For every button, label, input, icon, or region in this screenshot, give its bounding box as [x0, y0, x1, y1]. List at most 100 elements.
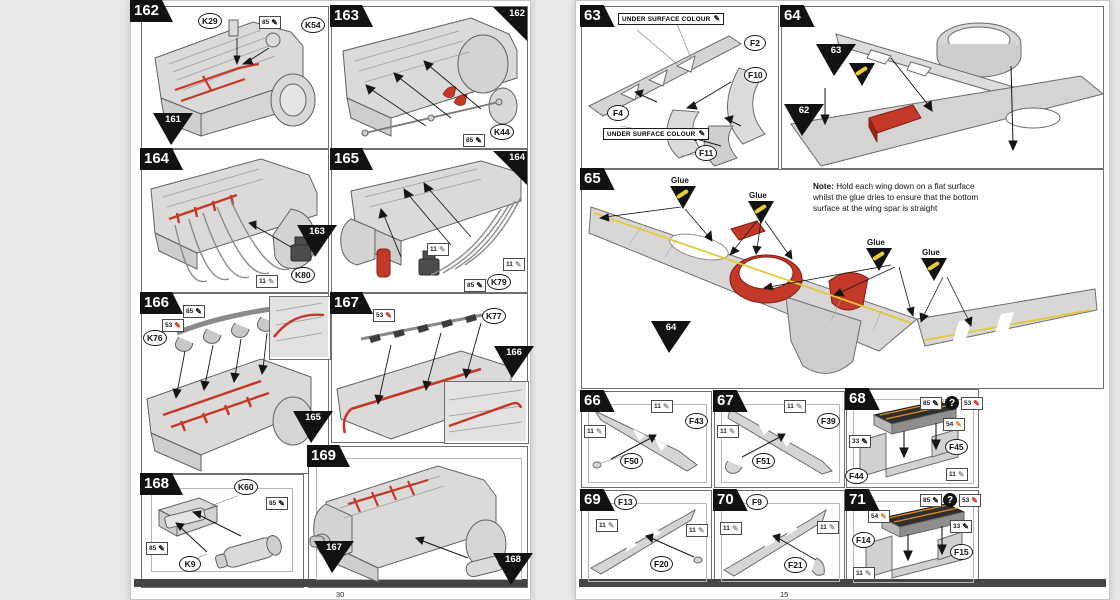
paint-brush-icon: ✎ [955, 419, 962, 429]
paint-chip: 53✎ [959, 494, 981, 507]
paint-chip: 11✎ [784, 400, 806, 413]
step-162-engine-illustration [154, 19, 316, 137]
step-166-engine-illustration [146, 302, 314, 472]
step-64-wing-spar-illustration [790, 22, 1104, 167]
step-165-engine-illustration [340, 160, 522, 278]
paint-brush-icon: ✎ [607, 520, 615, 530]
paint-brush-icon: ✎ [278, 498, 285, 508]
paint-chip: 33✎ [849, 435, 871, 448]
paint-brush-icon: ✎ [595, 426, 603, 436]
part-callout: F45 [945, 439, 968, 455]
page-bottom-edge [579, 579, 1106, 587]
paint-chip: 11✎ [686, 524, 708, 537]
paint-brush-icon: ✎ [731, 523, 739, 533]
paint-brush-icon: ✎ [267, 276, 275, 286]
assembly-note: Note: Hold each wing down on a flat surf… [813, 182, 993, 214]
paint-brush-icon: ✎ [795, 401, 803, 411]
page-right: 63 UNDER SURFACE COLOUR✎ F2 F10 F4 UNDER… [575, 0, 1110, 600]
note-text: Hold each wing down on a flat surface wh… [813, 182, 979, 213]
step-number: 65 [580, 168, 615, 190]
page-bottom-edge [134, 579, 527, 587]
paint-chip: 11✎ [503, 258, 525, 271]
step-164-engine-illustration [150, 158, 318, 283]
part-callout: K77 [482, 308, 506, 324]
paint-chip: 85✎ [183, 305, 205, 318]
paint-brush-icon: ✎ [861, 436, 868, 446]
step-number: 164 [140, 148, 183, 170]
inset-illustration [445, 382, 526, 441]
part-callout: F39 [817, 413, 840, 429]
paint-chip: 53✎ [373, 309, 395, 322]
paint-brush-icon: ✎ [971, 495, 978, 505]
part-callout: K54 [301, 17, 325, 33]
step-70-rib-illustration [723, 508, 827, 577]
step-168-parts-illustration [157, 495, 282, 569]
paint-chip: 33✎ [950, 520, 972, 533]
paint-chip: 54✎ [943, 418, 965, 431]
paint-chip: 85✎ [266, 497, 288, 510]
paint-brush-icon: ✎ [728, 426, 736, 436]
paint-brush-icon: ✎ [698, 129, 706, 138]
step-65-wing-assembly-illustration [588, 206, 1098, 374]
page-number-right: 15 [780, 590, 789, 599]
part-callout: K60 [234, 479, 258, 495]
part-callout: K29 [198, 13, 222, 29]
step-number: 166 [140, 292, 183, 314]
paint-brush-icon: ✎ [158, 543, 165, 553]
paint-brush-icon: ✎ [174, 320, 181, 330]
paint-chip: 85✎ [920, 494, 942, 507]
paint-brush-icon: ✎ [662, 401, 670, 411]
paint-chip: 11✎ [853, 567, 875, 580]
paint-brush-icon: ✎ [973, 398, 980, 408]
step-70-frame [721, 503, 840, 582]
step-number: 165 [330, 148, 373, 170]
page-left: 162 K29 85✎ K54 161 163 162 85✎ K44 [130, 0, 534, 600]
paint-brush-icon: ✎ [713, 14, 721, 23]
step-number: 67 [713, 390, 748, 412]
part-callout: F11 [695, 145, 718, 161]
glue-label: Glue [867, 238, 885, 247]
paint-brush-icon: ✎ [514, 259, 522, 269]
glue-label: Glue [922, 248, 940, 257]
paint-brush-icon: ✎ [932, 398, 939, 408]
part-callout: F4 [607, 105, 629, 121]
part-callout: K76 [143, 330, 167, 346]
paint-chip: 53✎ [961, 397, 983, 410]
paint-brush-icon: ✎ [880, 511, 887, 521]
step-67-frame [721, 404, 840, 483]
part-callout: K80 [291, 267, 315, 283]
part-callout: K79 [487, 274, 511, 290]
paint-brush-icon: ✎ [195, 306, 202, 316]
under-surface-colour-label: UNDER SURFACE COLOUR✎ [603, 128, 710, 140]
part-callout: F9 [746, 494, 768, 510]
step-number: 162 [130, 0, 173, 22]
step-number: 169 [307, 445, 350, 467]
part-callout: F14 [852, 532, 875, 548]
step-number: 68 [845, 388, 880, 410]
step-67-rib-illustration [724, 408, 833, 475]
step-66-rib-illustration [592, 409, 698, 472]
under-surface-colour-label: UNDER SURFACE COLOUR✎ [618, 13, 725, 25]
step-number: 71 [845, 489, 880, 511]
paint-brush-icon: ✎ [438, 244, 446, 254]
paint-chip: 11✎ [817, 521, 839, 534]
part-callout: K9 [179, 556, 201, 572]
part-callout: F44 [845, 468, 868, 484]
part-callout: F15 [950, 544, 973, 560]
paint-chip: 85✎ [464, 279, 486, 292]
part-callout: F2 [744, 35, 766, 51]
step-63-parts-illustration [588, 23, 766, 167]
note-bold: Note: [813, 182, 834, 191]
paint-chip: 11✎ [596, 519, 618, 532]
paint-chip: 11✎ [651, 400, 673, 413]
paint-brush-icon: ✎ [864, 568, 872, 578]
paint-brush-icon: ✎ [476, 280, 483, 290]
paint-brush-icon: ✎ [828, 522, 836, 532]
paint-brush-icon: ✎ [475, 135, 482, 145]
step-69-frame [588, 503, 707, 582]
paint-chip: 11✎ [256, 275, 278, 288]
glue-label: Glue [749, 191, 767, 200]
paint-chip: 85✎ [259, 16, 281, 29]
page-number-left: 30 [336, 590, 345, 599]
paint-chip: 53✎ [162, 319, 184, 332]
